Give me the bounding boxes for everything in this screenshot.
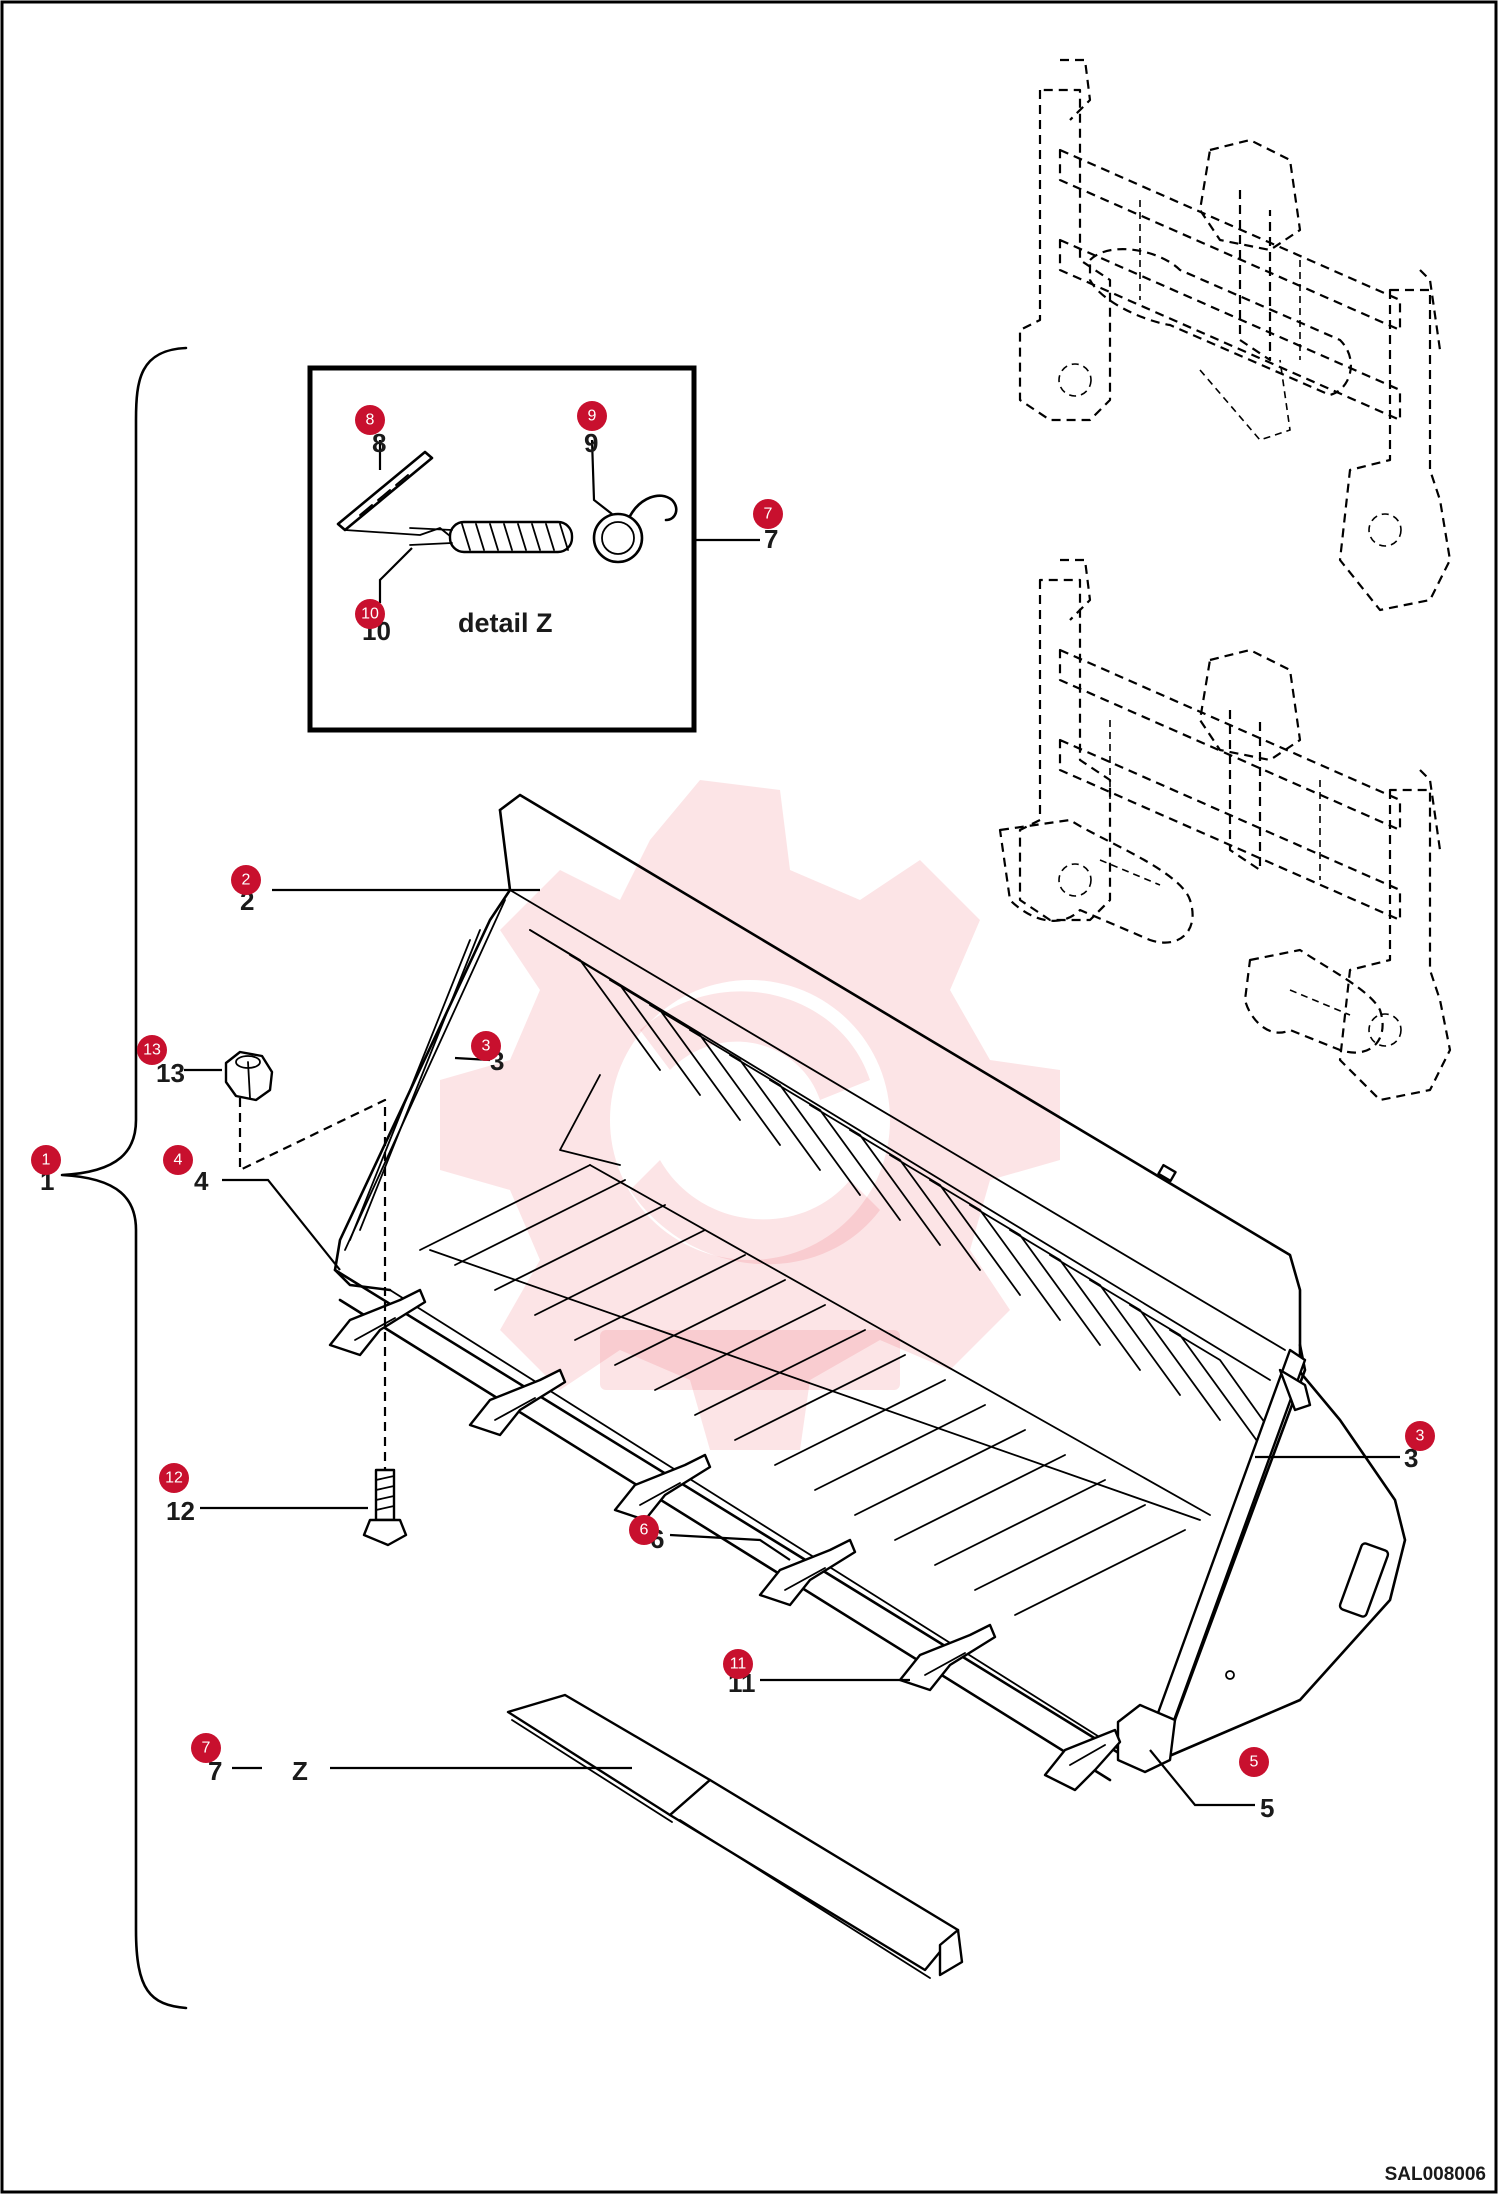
svg-text:1: 1 — [42, 1152, 51, 1169]
badge-7-detail: 7 — [753, 499, 783, 529]
badge-8: 8 — [355, 405, 385, 435]
badge-4: 4 — [163, 1145, 193, 1175]
svg-text:4: 4 — [174, 1152, 183, 1169]
assembly-bracket — [60, 346, 188, 2010]
badge-12: 12 — [159, 1463, 189, 1493]
coupler-frame-lower — [998, 558, 1452, 1102]
nut-icon — [224, 1050, 274, 1102]
label-13: 13 — [156, 1058, 185, 1088]
badge-5: 5 — [1239, 1747, 1269, 1777]
svg-text:3: 3 — [482, 1038, 491, 1055]
svg-text:6: 6 — [640, 1522, 649, 1539]
detail-label-9: 9 — [584, 428, 598, 458]
view-marker-z: Z — [292, 1756, 308, 1786]
fastener-path — [238, 1098, 387, 1470]
watermark-icon — [440, 780, 1060, 1450]
svg-text:10: 10 — [361, 606, 379, 623]
badge-10: 10 — [355, 599, 385, 629]
badge-13: 13 — [137, 1035, 167, 1065]
bucket-teeth — [328, 1288, 1122, 1792]
label-5: 5 — [1260, 1793, 1274, 1823]
svg-text:5: 5 — [1250, 1754, 1259, 1771]
label-4: 4 — [194, 1166, 209, 1196]
svg-text:3: 3 — [1416, 1428, 1425, 1445]
edge-cover-plate — [506, 1693, 964, 1979]
badge-6: 6 — [629, 1515, 659, 1545]
badge-7-plate: 7 — [191, 1733, 221, 1763]
svg-text:7: 7 — [202, 1740, 211, 1757]
leader-lines — [184, 888, 1400, 1807]
svg-text:7: 7 — [764, 506, 773, 523]
badge-11: 11 — [723, 1649, 753, 1679]
badge-3-right: 3 — [1405, 1421, 1435, 1451]
label-7: 7 — [208, 1756, 222, 1786]
label-3-right: 3 — [1404, 1443, 1418, 1473]
svg-text:9: 9 — [588, 408, 597, 425]
drawing-code: SAL008006 — [1385, 2164, 1486, 2185]
svg-text:8: 8 — [366, 412, 375, 429]
bucket-assembly — [328, 793, 1407, 1792]
detail-label-8: 8 — [372, 428, 386, 458]
badge-9: 9 — [577, 401, 607, 431]
badge-1: 1 — [31, 1145, 61, 1175]
coupler-frame-upper — [1018, 58, 1452, 612]
svg-text:12: 12 — [165, 1470, 183, 1487]
detail-caption: detail Z — [458, 608, 553, 638]
badge-2: 2 — [231, 865, 261, 895]
svg-text:13: 13 — [143, 1042, 161, 1059]
label-12: 12 — [166, 1496, 195, 1526]
svg-text:11: 11 — [730, 1656, 747, 1673]
detail-z-box: 8 9 10 detail Z — [307, 365, 697, 733]
bolt-icon — [362, 1468, 408, 1547]
detail-label-7: 7 — [764, 524, 778, 554]
badge-3-left: 3 — [471, 1031, 501, 1061]
svg-text:2: 2 — [242, 872, 251, 889]
